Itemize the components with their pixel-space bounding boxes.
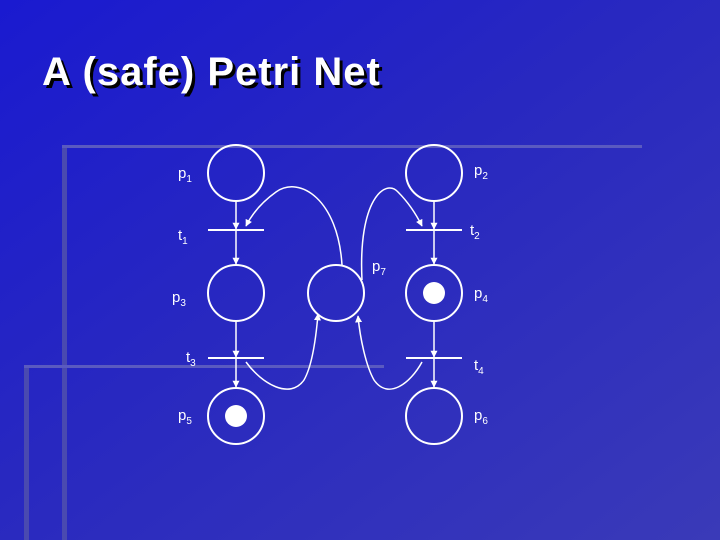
place-p5[interactable] — [207, 387, 265, 445]
arc-p7-t1 — [245, 186, 343, 266]
label-p2: p2 — [474, 162, 488, 182]
background-horizontal-bar-lower — [24, 365, 384, 368]
label-p7: p7 — [372, 258, 386, 278]
label-t2: t2 — [470, 222, 480, 242]
slide-title: A (safe) Petri Net — [42, 50, 381, 94]
label-p4: p4 — [474, 285, 488, 305]
label-p6: p6 — [474, 407, 488, 427]
label-t1: t1 — [178, 227, 188, 247]
arc-t3-p7 — [245, 313, 321, 390]
place-p7[interactable] — [307, 264, 365, 322]
arc-t4-p7 — [355, 315, 423, 390]
background-horizontal-bar — [62, 145, 642, 148]
place-p4[interactable] — [405, 264, 463, 322]
place-p2[interactable] — [405, 144, 463, 202]
place-p3[interactable] — [207, 264, 265, 322]
place-p1[interactable] — [207, 144, 265, 202]
label-p5: p5 — [178, 407, 192, 427]
background-vertical-bar — [62, 145, 67, 540]
label-p3: p3 — [172, 289, 186, 309]
token-p5 — [225, 405, 247, 427]
background-vertical-bar-lower — [24, 365, 29, 540]
token-p4 — [423, 282, 445, 304]
label-t3: t3 — [186, 349, 196, 369]
arc-p7-t2 — [360, 187, 423, 281]
label-p1: p1 — [178, 165, 192, 185]
place-p6[interactable] — [405, 387, 463, 445]
label-t4: t4 — [474, 357, 484, 377]
